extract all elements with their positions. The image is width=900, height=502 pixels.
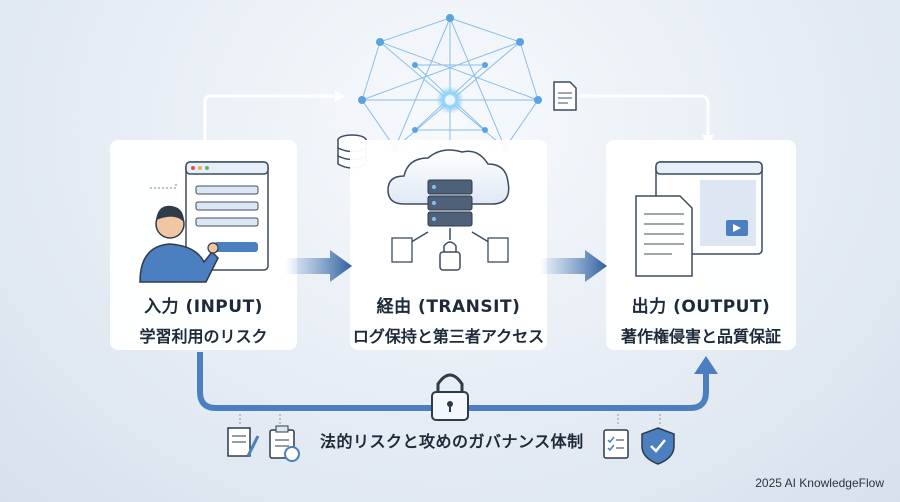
stage-input-subtitle: 学習利用のリスク xyxy=(139,327,268,346)
padlock-icon xyxy=(431,373,469,421)
stage-transit-text: 経由 (TRANSIT) ログ保持と第三者アクセス xyxy=(350,292,547,347)
input-to-network-arrow xyxy=(203,94,335,140)
governance-label: 法的リスクと攻めのガバナンス体制 xyxy=(320,432,584,451)
security-shield-icon xyxy=(641,427,675,465)
floating-document-icon xyxy=(553,81,577,111)
cloud-server-icon xyxy=(387,149,510,271)
transit-to-output-arrow xyxy=(540,250,607,282)
approval-checklist-icon xyxy=(603,429,629,459)
user-at-browser-form-icon xyxy=(139,161,269,283)
edit-document-icon xyxy=(227,427,260,457)
stage-input-title: 入力 (INPUT) xyxy=(144,297,263,317)
stage-output-text: 出力 (OUTPUT) 著作権侵害と品質保証 xyxy=(606,292,796,347)
checklist-clipboard-icon xyxy=(269,425,300,462)
input-to-network-arrowhead xyxy=(335,90,346,102)
governance-dashes xyxy=(239,414,661,424)
stage-output-title: 出力 (OUTPUT) xyxy=(631,297,771,317)
stage-transit-subtitle: ログ保持と第三者アクセス xyxy=(352,327,545,346)
network-to-output-arrow xyxy=(580,94,710,135)
input-to-transit-arrow xyxy=(285,250,352,282)
governance-loop-arrowhead xyxy=(694,356,718,374)
stage-transit-title: 経由 (TRANSIT) xyxy=(376,297,521,317)
credit-text: 2025 AI KnowledgeFlow xyxy=(755,476,884,490)
stage-input-text: 入力 (INPUT) 学習利用のリスク xyxy=(110,292,297,347)
document-and-video-window-icon xyxy=(635,161,763,277)
stage-output-subtitle: 著作権侵害と品質保証 xyxy=(620,327,781,346)
